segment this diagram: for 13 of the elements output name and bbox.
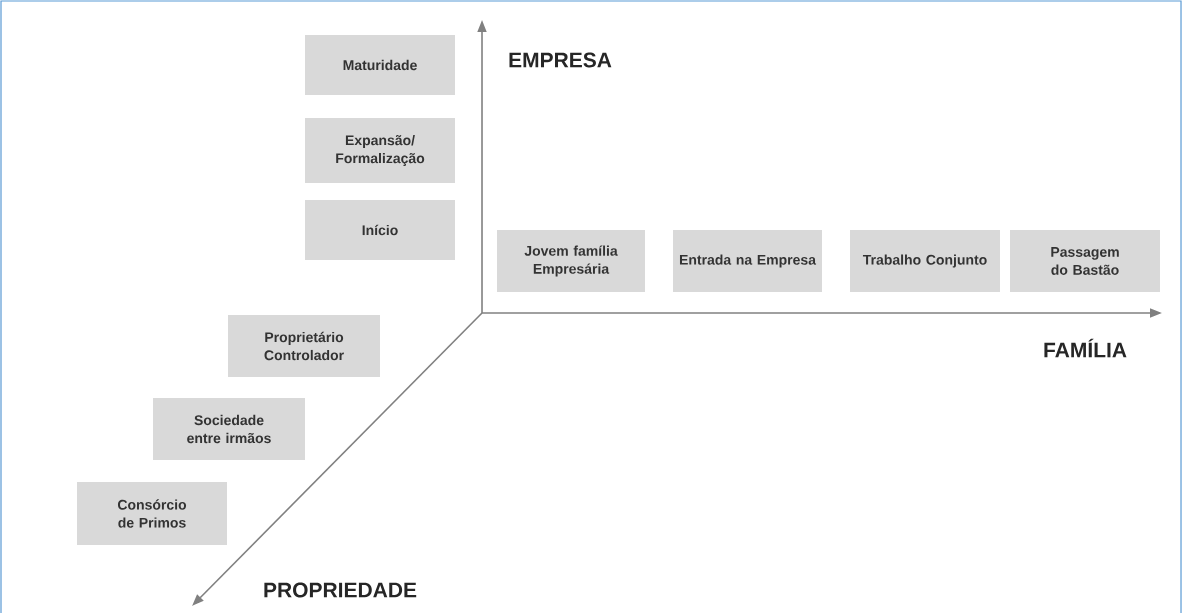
axis-label: PROPRIEDADE bbox=[264, 582, 417, 598]
stage-box: Entrada na Empresa bbox=[673, 230, 822, 292]
stage-box: Início bbox=[305, 200, 455, 260]
stage-box: Trabalho Conjunto bbox=[850, 230, 1000, 292]
axis-label: EMPRESA bbox=[509, 52, 612, 68]
axis-label: FAMÍLIA bbox=[1044, 338, 1127, 358]
stage-box: Maturidade bbox=[305, 35, 455, 95]
stage-box: Consórcio de Primos bbox=[77, 482, 227, 545]
stage-box: Jovem família Empresária bbox=[497, 230, 645, 292]
stage-box: Proprietário Controlador bbox=[228, 315, 380, 377]
stage-box: Expansão/ Formalização bbox=[305, 118, 455, 183]
stage-box: Passagem do Bastão bbox=[1010, 230, 1160, 292]
stage-box: Sociedade entre irmãos bbox=[153, 398, 305, 460]
